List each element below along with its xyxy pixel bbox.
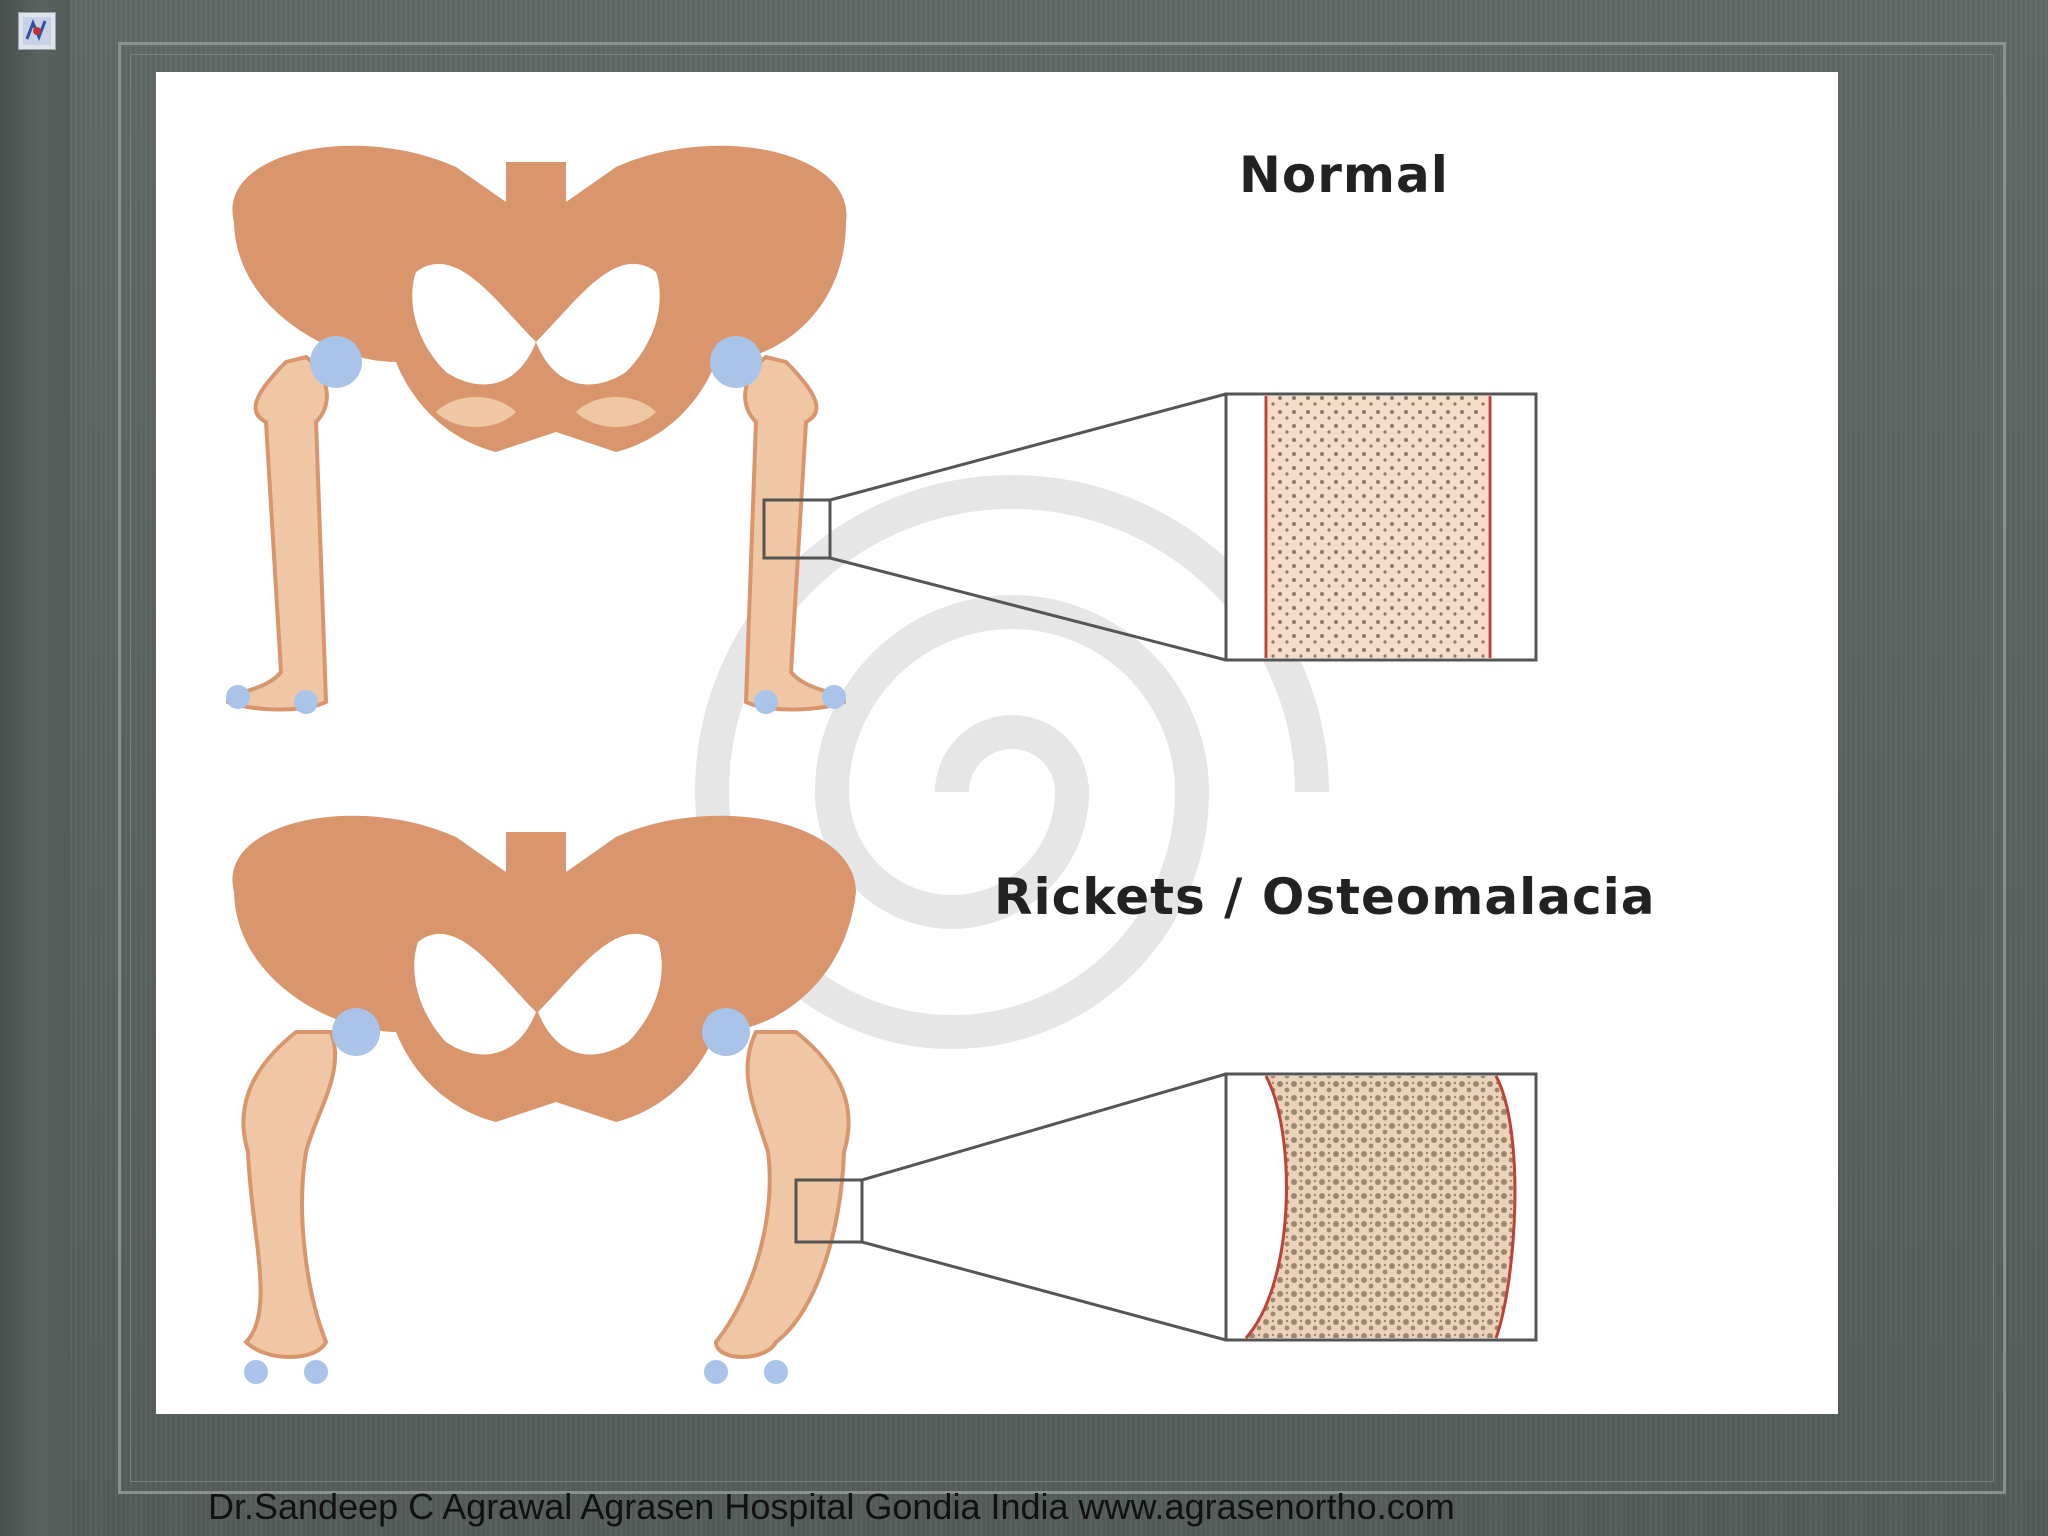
label-normal: Normal [1239, 146, 1449, 204]
normal-pelvis [226, 145, 847, 714]
slide-frame-inner [130, 54, 1994, 1482]
slide-footer-credit: Dr.Sandeep C Agrawal Agrasen Hospital Go… [208, 1486, 1455, 1527]
bone-illustration: Normal Rickets / Osteomalacia [156, 72, 1838, 1414]
label-rickets-osteomalacia: Rickets / Osteomalacia [994, 868, 1656, 926]
rickets-zoom [794, 1072, 1538, 1342]
slide-frame-outer [118, 42, 2006, 1494]
bone-illustration-svg [226, 145, 1538, 1384]
rickets-pelvis [232, 815, 856, 1384]
normal-zoom [762, 392, 1538, 662]
watermark-spiral [694, 475, 1329, 1049]
app-logo-icon [18, 12, 56, 50]
left-strip [0, 0, 70, 1536]
